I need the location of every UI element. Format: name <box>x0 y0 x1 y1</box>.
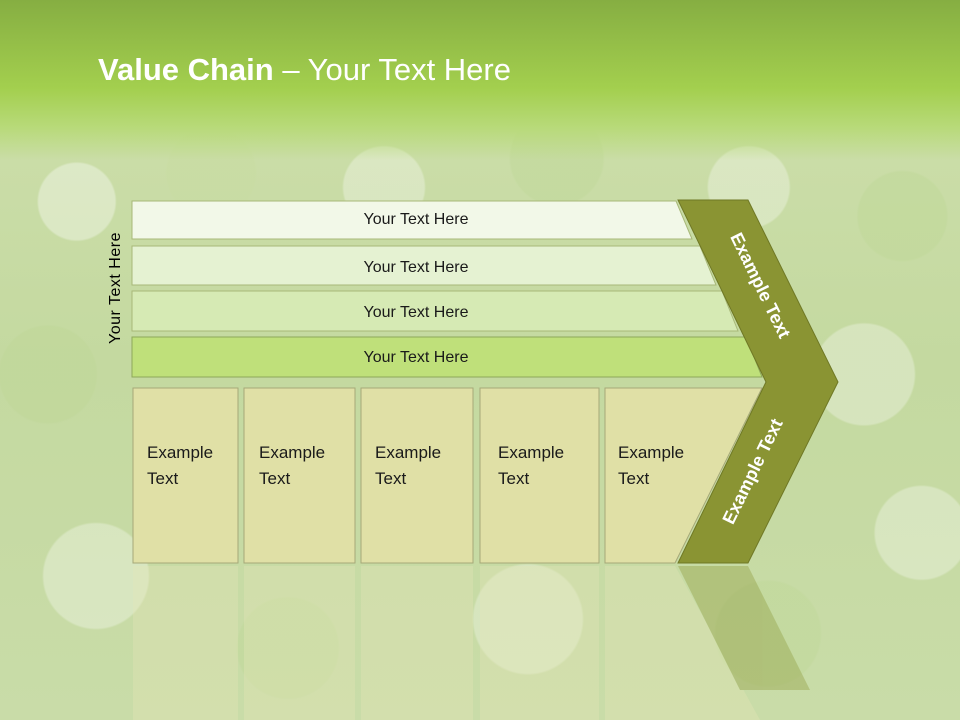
bar-1[interactable] <box>131 200 693 240</box>
chevron-arrow[interactable] <box>677 199 839 564</box>
title-bold: Value Chain <box>98 52 274 87</box>
cell-4-line2: Text <box>498 469 529 488</box>
bar-4[interactable] <box>131 336 763 378</box>
cell-2[interactable] <box>243 387 356 564</box>
cell-4[interactable] <box>479 387 600 564</box>
bar-1-label: Your Text Here <box>364 211 469 228</box>
bar-3-label: Your Text Here <box>364 304 469 321</box>
bar-2-label: Your Text Here <box>364 259 469 276</box>
cell-3-line1: Example <box>375 443 441 462</box>
cell-1[interactable] <box>132 387 239 564</box>
cell-1-line2: Text <box>147 469 178 488</box>
cell-4-line1: Example <box>498 443 564 462</box>
cell-5[interactable] <box>604 387 763 564</box>
slide-title: Value Chain – Your Text Here <box>98 52 511 88</box>
bar-3[interactable] <box>131 290 739 332</box>
cell-1-line1: Example <box>147 443 213 462</box>
header-band <box>0 0 960 160</box>
bar-4-label: Your Text Here <box>364 349 469 366</box>
title-rest: – Your Text Here <box>273 52 511 87</box>
cell-2-line1: Example <box>259 443 325 462</box>
cell-2-line2: Text <box>259 469 290 488</box>
cell-5-line2: Text <box>618 469 649 488</box>
cell-3[interactable] <box>360 387 474 564</box>
bar-2[interactable] <box>131 245 717 286</box>
cell-5-line1: Example <box>618 443 684 462</box>
reflection <box>133 566 810 720</box>
cell-3-line2: Text <box>375 469 406 488</box>
